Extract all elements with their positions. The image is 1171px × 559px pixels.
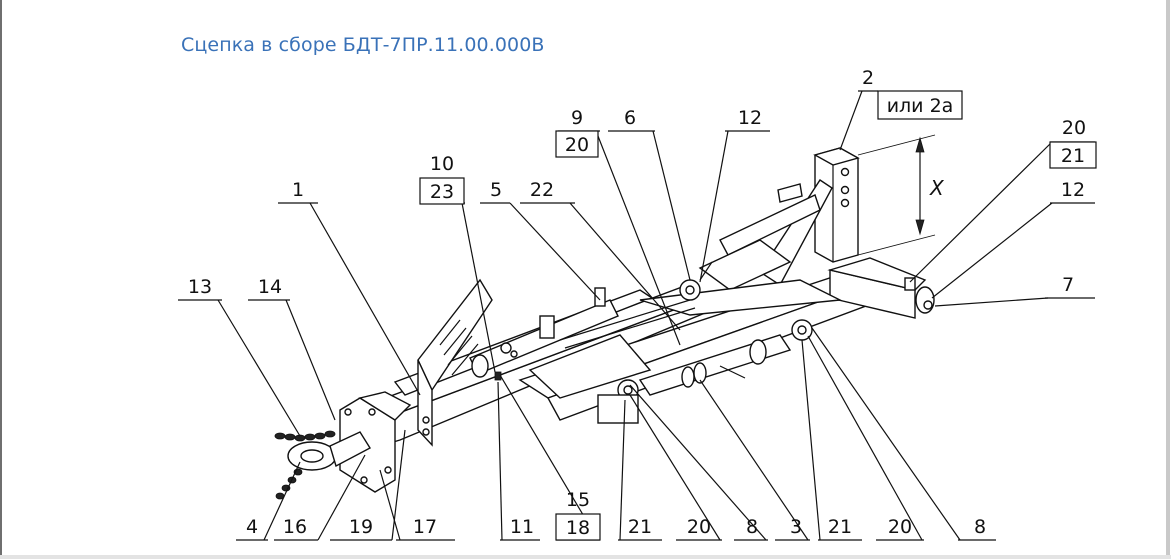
safety-chain [274, 430, 336, 500]
page-edge-right [1166, 0, 1170, 559]
callout-9-frame [555, 130, 599, 158]
callout-22: 22 [530, 179, 554, 201]
callout-20-bottom-right: 20 [888, 516, 912, 538]
callout-2: 2 [862, 67, 874, 89]
page-edge-left [0, 0, 2, 559]
callout-10-sub: 23 [430, 181, 454, 203]
callout-20-sub: 21 [1061, 145, 1085, 167]
callout-21-left: 21 [628, 516, 652, 538]
callout-16: 16 [283, 516, 307, 538]
callout-12-right: 12 [1061, 179, 1085, 201]
callout-10: 10 [430, 153, 454, 175]
callout-6: 6 [624, 107, 636, 129]
callout-8-right: 8 [974, 516, 986, 538]
callout-labels: 1 2 или 2а 3 4 5 6 7 8 8 9 20 10 23 11 1… [188, 67, 1086, 539]
callout-12-top: 12 [738, 107, 762, 129]
hitch-assembly-figure [274, 147, 935, 500]
callout-14: 14 [258, 276, 282, 298]
callout-17: 17 [413, 516, 437, 538]
callout-15-frame [555, 513, 601, 541]
callout-9: 9 [571, 107, 583, 129]
callout-3: 3 [790, 516, 802, 538]
callout-19: 19 [349, 516, 373, 538]
dimension-x: X [857, 134, 945, 256]
callout-20-bottom-left: 20 [687, 516, 711, 538]
callout-10-frame [419, 177, 465, 205]
callout-20-frame [1049, 141, 1097, 169]
callout-21-right: 21 [828, 516, 852, 538]
callout-9-sub: 20 [565, 134, 589, 156]
page-title: Сцепка в сборе БДТ-7ПР.11.00.000В [181, 34, 545, 56]
callout-13: 13 [188, 276, 212, 298]
callout-1: 1 [292, 179, 304, 201]
callout-2a-frame [877, 90, 963, 120]
callout-7: 7 [1062, 274, 1074, 296]
callout-11: 11 [510, 516, 534, 538]
callout-4: 4 [246, 516, 258, 538]
callout-15: 15 [566, 489, 590, 511]
dimension-x-label: X [929, 176, 945, 200]
callout-20-top: 20 [1062, 117, 1086, 139]
callout-5: 5 [490, 179, 502, 201]
callout-15-sub: 18 [566, 517, 590, 539]
callout-8-left: 8 [746, 516, 758, 538]
callout-2a: или 2а [887, 95, 954, 117]
page-edge-bottom [0, 555, 1171, 559]
